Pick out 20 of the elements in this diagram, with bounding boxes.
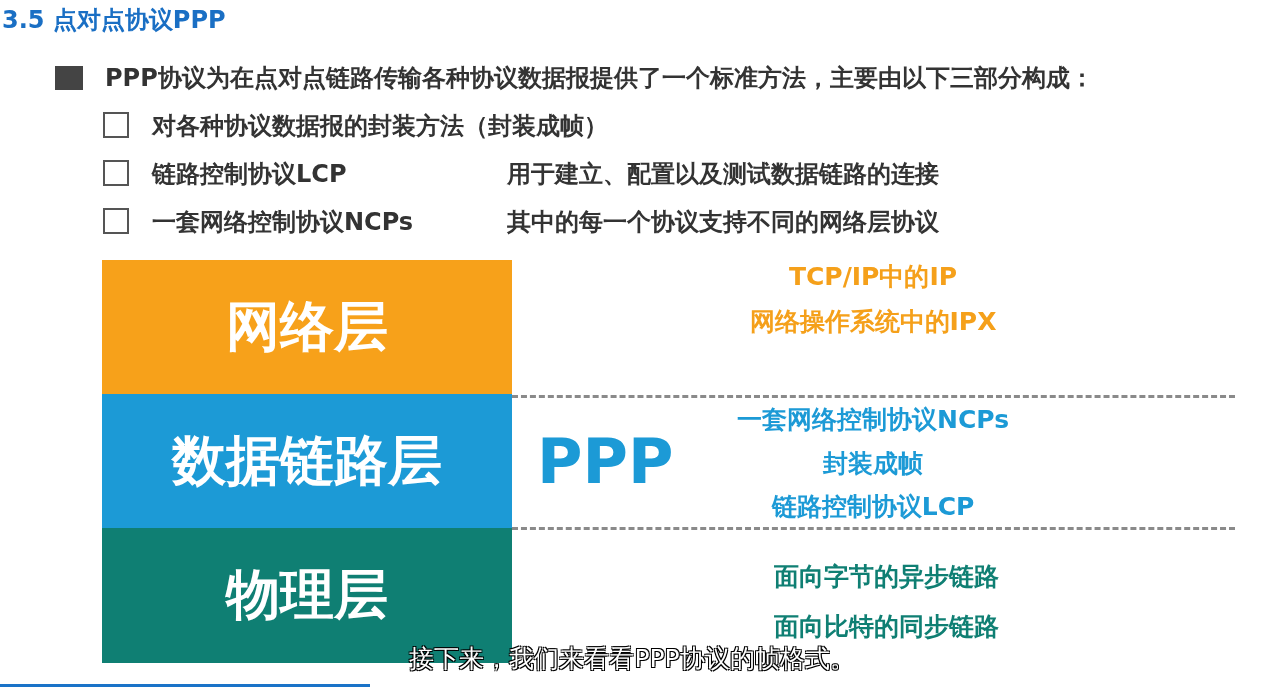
protocol-text: 网络操作系统中的IPX	[749, 306, 997, 338]
list-item: 链路控制协议LCP	[152, 159, 347, 190]
bullet-text: PPP协议为在点对点链路传输各种协议数据报提供了一个标准方法，主要由以下三部分构成：	[105, 63, 1094, 94]
item-description: 用于建立、配置以及测试数据链路的连接	[507, 159, 939, 190]
list-item: 一套网络控制协议NCPs	[152, 207, 414, 238]
layer-box	[102, 394, 512, 528]
layer-box	[102, 260, 512, 394]
layer-name: 网络层	[226, 293, 388, 360]
item-description: 其中的每一个协议支持不同的网络层协议	[507, 207, 939, 238]
protocol-text: 面向比特的同步链路	[773, 611, 999, 643]
protocol-name: PPP	[537, 425, 674, 498]
list-item: 对各种协议数据报的封装方法（封装成帧）	[152, 111, 608, 142]
protocol-text: 面向字节的异步链路	[773, 561, 999, 593]
title: 3.5 点对点协议PPP	[2, 5, 226, 36]
layer-name: 物理层	[226, 562, 388, 628]
protocol-text: 一套网络控制协议NCPs	[737, 404, 1009, 436]
protocol-text: 链路控制协议LCP	[771, 491, 975, 523]
layer-name: 数据链路层	[172, 427, 442, 494]
protocol-text: TCP/IP中的IP	[788, 261, 958, 293]
protocol-text: 封装成帧	[823, 448, 923, 480]
